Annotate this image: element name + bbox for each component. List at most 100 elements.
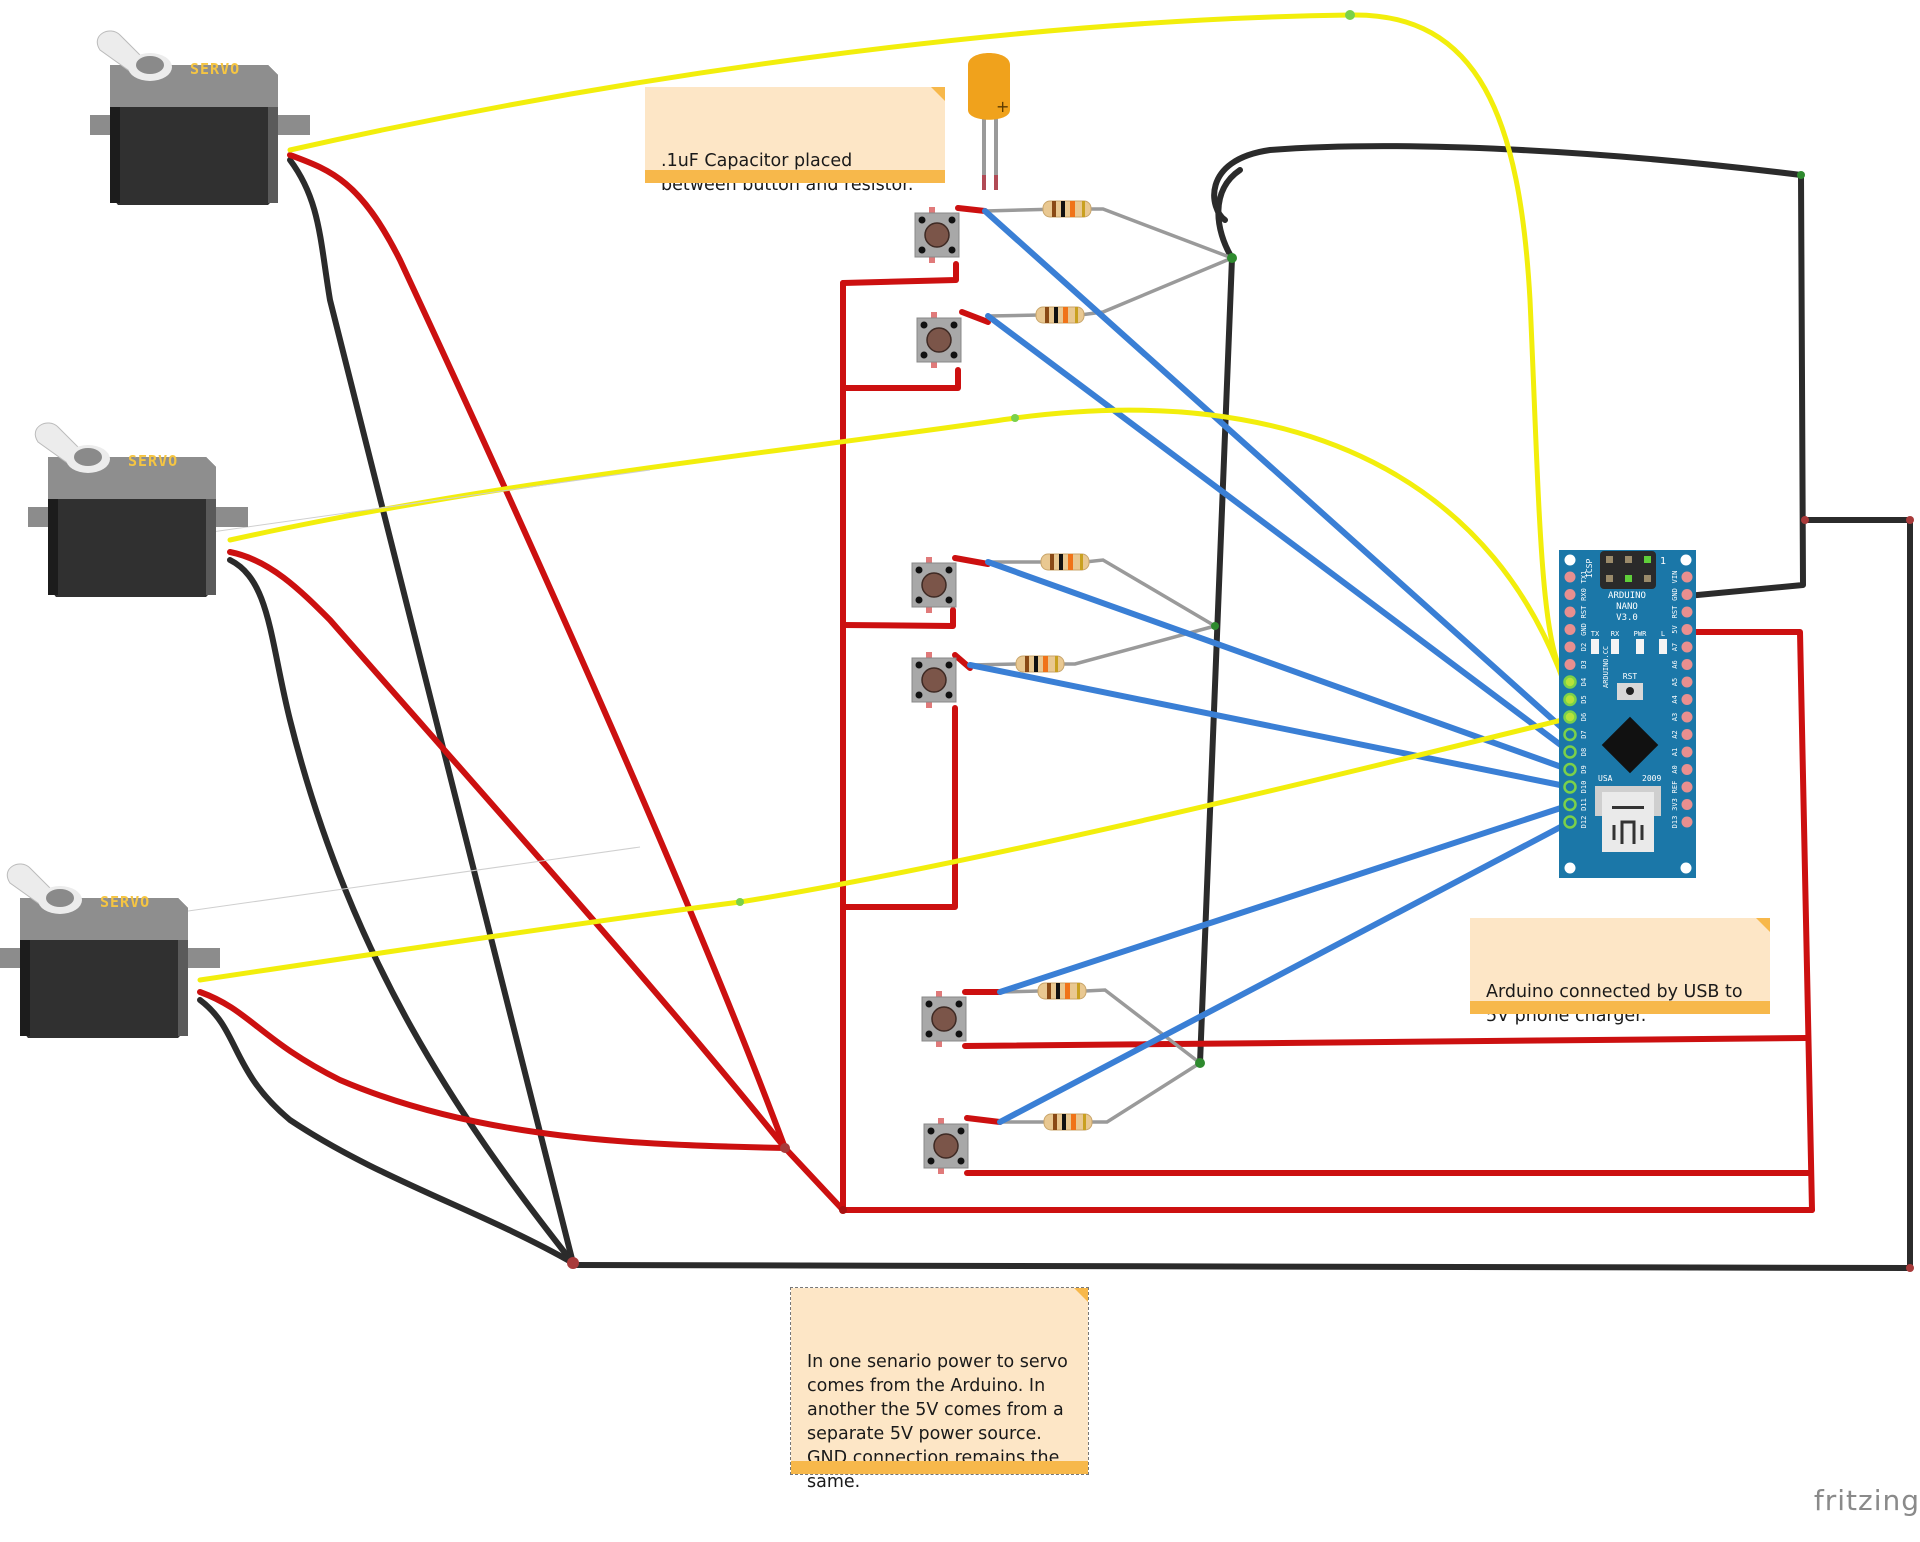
power-wires <box>197 152 1815 1213</box>
pin-rst[interactable] <box>1681 606 1693 618</box>
resistor-5[interactable] <box>1037 982 1087 1000</box>
wire-5v-servo3[interactable] <box>197 989 788 1151</box>
wire-5v-btn1[interactable] <box>840 261 959 286</box>
pin-d6[interactable] <box>1563 710 1577 724</box>
wire-5v-btn2[interactable] <box>840 367 961 391</box>
wire-5v-servo2[interactable] <box>227 549 788 1151</box>
pin-gnd[interactable] <box>1564 624 1576 635</box>
pin-a0[interactable] <box>1681 764 1693 775</box>
pin-a2[interactable] <box>1681 729 1693 740</box>
pin-3v3[interactable] <box>1681 799 1693 810</box>
wire-btn2-jumper[interactable] <box>959 309 991 325</box>
pin-d9[interactable] <box>1563 762 1577 777</box>
pin-rst[interactable] <box>1564 606 1576 618</box>
note-arduino-power[interactable]: Arduino connected by USB to 5V phone cha… <box>1470 918 1770 1026</box>
resistor-3[interactable] <box>1040 553 1090 571</box>
pin-d10[interactable] <box>1563 780 1577 794</box>
wire-signal-servo1[interactable] <box>287 12 1573 686</box>
note-capacitor[interactable]: .1uF Capacitor placed between button and… <box>645 87 945 195</box>
wire-btn3-to-d9[interactable] <box>985 559 1573 773</box>
wire-gnd-servo3[interactable] <box>197 997 576 1266</box>
note-servo-power[interactable]: In one senario power to servo comes from… <box>790 1287 1089 1492</box>
wire-btn1-to-d7[interactable] <box>982 208 1573 738</box>
note-bar <box>1470 1001 1770 1014</box>
pin-a3[interactable] <box>1681 711 1693 723</box>
servo-label: SERVO <box>100 893 150 911</box>
wire-btn3-jumper[interactable] <box>952 555 991 567</box>
note-text: .1uF Capacitor placed between button and… <box>661 151 914 195</box>
wire-btn5-to-d11[interactable] <box>997 802 1573 995</box>
pin-d13[interactable] <box>1681 816 1693 828</box>
note-text: In one senario power to servo comes from… <box>807 1352 1068 1492</box>
pushbutton-2[interactable] <box>916 311 962 369</box>
wire-btn6-to-d12[interactable] <box>997 819 1573 1125</box>
wire-gnd-servo1[interactable] <box>287 157 576 1266</box>
resistor-1[interactable] <box>1042 200 1092 218</box>
pin-d7[interactable] <box>1563 727 1577 742</box>
wire-gnd-vertical-main[interactable] <box>1197 255 1235 1066</box>
pin-label: D12 <box>1580 816 1588 829</box>
pin-d5[interactable] <box>1563 692 1577 707</box>
pushbutton-5[interactable] <box>921 990 967 1048</box>
wire-5v-junction-to-bus[interactable] <box>782 1145 846 1213</box>
note-fold-icon <box>1756 918 1770 932</box>
wire-btn4-to-d10[interactable] <box>967 662 1573 790</box>
wire-5v-btn5[interactable] <box>962 1035 1809 1049</box>
board-title-3: V3.0 <box>1616 613 1638 623</box>
resistor-4[interactable] <box>1015 655 1065 673</box>
pin-d4[interactable] <box>1563 675 1577 689</box>
capacitor-polarity: + <box>996 97 1009 116</box>
wire-btn2-to-d8[interactable] <box>985 313 1573 755</box>
pin-a4[interactable] <box>1681 694 1693 705</box>
pin-d3[interactable] <box>1564 659 1576 670</box>
pin-d11[interactable] <box>1563 797 1577 812</box>
resistor-2[interactable] <box>1035 306 1085 324</box>
pin-ref[interactable] <box>1681 781 1693 793</box>
pin-5v[interactable] <box>1681 624 1693 635</box>
wire-btn1-jumper[interactable] <box>955 205 988 214</box>
pin-label: REF <box>1671 781 1679 794</box>
pin-label: D3 <box>1580 660 1588 668</box>
pin-label: A2 <box>1671 730 1679 738</box>
wire-gnd-bus-bottom[interactable] <box>570 517 1913 1271</box>
pushbutton-6[interactable] <box>923 1117 969 1175</box>
led-label: TX <box>1591 630 1600 638</box>
pin-d12[interactable] <box>1563 815 1577 829</box>
servo-1[interactable]: SERVO <box>90 30 310 205</box>
wire-signal-servo3[interactable] <box>197 715 1573 983</box>
wire-5v-bus-right[interactable] <box>1684 629 1815 1213</box>
servo-3[interactable]: SERVO <box>0 863 220 1038</box>
pin-label: GND <box>1671 588 1679 601</box>
wire-5v-btn4[interactable] <box>840 705 958 910</box>
pin-a6[interactable] <box>1681 659 1693 670</box>
pin-label: D6 <box>1580 713 1588 721</box>
arduino-cc-label: ARDUINO.CC <box>1602 646 1610 688</box>
pin-tx1[interactable] <box>1564 571 1576 583</box>
pin-rx0[interactable] <box>1564 589 1576 600</box>
pushbutton-4[interactable] <box>911 651 957 709</box>
pin-d2[interactable] <box>1564 641 1576 653</box>
pin-gnd[interactable] <box>1681 589 1693 600</box>
pin-a5[interactable] <box>1681 676 1693 688</box>
pin-d8[interactable] <box>1563 745 1577 759</box>
board-title-2: NANO <box>1616 602 1638 612</box>
wire-gnd-arduino[interactable] <box>1211 143 1806 599</box>
wire-btn6-jumper[interactable] <box>964 1115 1003 1125</box>
wire-gnd-servo2[interactable] <box>227 557 576 1266</box>
junctions <box>567 10 1914 1272</box>
pin-a7[interactable] <box>1681 641 1693 653</box>
wire-5v-servo1[interactable] <box>287 152 788 1151</box>
pushbutton-3[interactable] <box>911 556 957 614</box>
reset-label: RST <box>1623 672 1638 681</box>
pin-label: D10 <box>1580 781 1588 794</box>
pin-label: 3V3 <box>1671 798 1679 811</box>
wire-gnd-top-arc[interactable] <box>1215 167 1243 261</box>
pin-a1[interactable] <box>1681 746 1693 758</box>
servo-2[interactable]: SERVO <box>28 422 248 597</box>
resistor-6[interactable] <box>1043 1113 1093 1131</box>
pin-vin[interactable] <box>1681 571 1693 583</box>
wire-5v-btn3[interactable] <box>840 607 956 629</box>
capacitor[interactable]: + <box>968 53 1010 190</box>
